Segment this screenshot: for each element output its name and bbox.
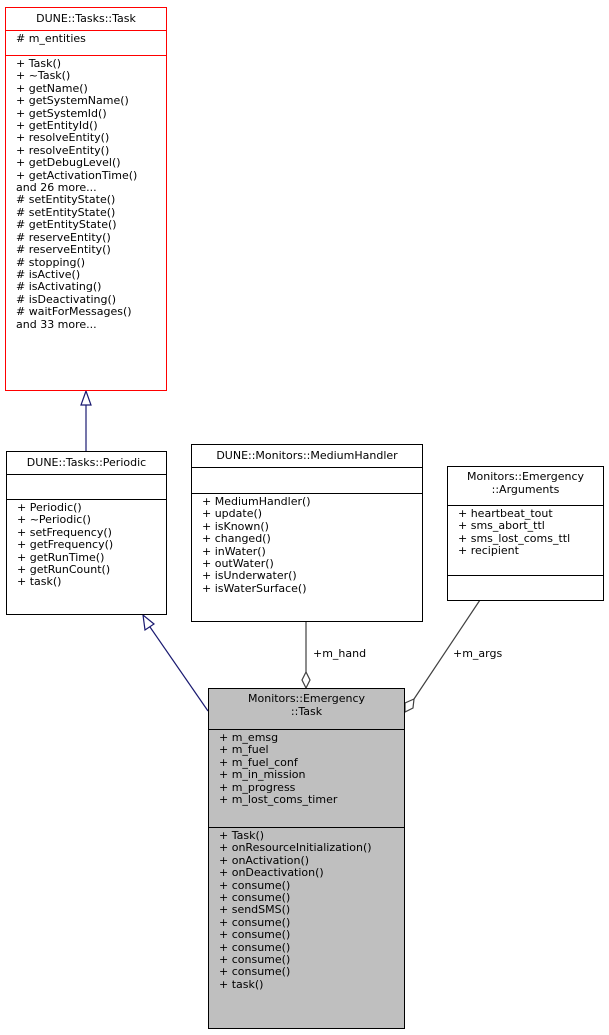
operation-row[interactable]: + consume()	[219, 940, 291, 954]
operation-row[interactable]: + onActivation()	[219, 853, 310, 867]
class-name: DUNE::Tasks::Periodic	[7, 452, 166, 475]
operation-row[interactable]: + Task()	[16, 57, 62, 70]
attribute-row[interactable]: + m_fuel	[219, 743, 269, 757]
operation-row[interactable]: + getEntityId()	[16, 119, 98, 133]
operation-row[interactable]: + MediumHandler()	[202, 495, 311, 508]
operation-row[interactable]: + consume()	[219, 891, 291, 905]
operation-row[interactable]: + update()	[202, 507, 263, 521]
inheritance-arrowhead-icon	[142, 613, 156, 632]
operation-row[interactable]: + consume()	[219, 878, 291, 892]
operations-section: + Task()+ ~Task()+ getName()+ getSystemN…	[6, 56, 166, 333]
operation-row[interactable]: + resolveEntity()	[16, 143, 110, 157]
operation-row[interactable]: + getRunTime()	[17, 550, 105, 564]
attribute-row[interactable]: + m_progress	[219, 780, 296, 794]
attributes-section: # m_entities	[6, 31, 166, 56]
class-box-dune-monitors-mediumhandler[interactable]: DUNE::Monitors::MediumHandler + MediumHa…	[191, 444, 423, 622]
attribute-row[interactable]: + heartbeat_tout	[458, 507, 553, 520]
operation-row[interactable]: + getDebugLevel()	[16, 156, 121, 170]
operations-section	[448, 576, 603, 580]
class-name: Monitors::Emergency ::Arguments	[448, 467, 603, 506]
operation-row[interactable]: # setEntityState()	[16, 193, 116, 207]
attributes-section: + m_emsg+ m_fuel+ m_fuel_conf+ m_in_miss…	[209, 730, 404, 828]
class-name: DUNE::Tasks::Task	[6, 8, 166, 31]
operation-row[interactable]: + Task()	[219, 829, 265, 842]
operation-row[interactable]: + task()	[17, 575, 62, 589]
operation-row[interactable]: # getEntityState()	[16, 218, 117, 232]
attribute-row[interactable]: + m_in_mission	[219, 768, 306, 782]
operation-row[interactable]: + consume()	[219, 965, 291, 979]
inheritance-edge-emergency-to-periodic	[149, 626, 209, 712]
class-name: Monitors::Emergency ::Task	[209, 689, 404, 730]
operation-row[interactable]: + getRunCount()	[17, 563, 111, 577]
class-name-line-2: ::Arguments	[491, 483, 560, 496]
operation-row[interactable]: + getName()	[16, 81, 88, 95]
operation-row[interactable]: + getFrequency()	[17, 538, 114, 552]
operation-row[interactable]: + resolveEntity()	[16, 131, 110, 145]
operation-row[interactable]: and 33 more...	[16, 317, 97, 331]
operation-row[interactable]: and 26 more...	[16, 181, 97, 195]
operation-row[interactable]: # stopping()	[16, 255, 86, 269]
attribute-row[interactable]: # m_entities	[16, 32, 86, 45]
operation-row[interactable]: + ~Task()	[16, 69, 71, 83]
operation-row[interactable]: + isUnderwater()	[202, 569, 297, 583]
operation-row[interactable]: + consume()	[219, 928, 291, 942]
attributes-section: + heartbeat_tout+ sms_abort_ttl+ sms_los…	[448, 506, 603, 576]
operation-row[interactable]: + onDeactivation()	[219, 866, 324, 880]
operation-row[interactable]: # isDeactivating()	[16, 292, 117, 306]
inheritance-arrowhead-icon	[80, 389, 92, 406]
operation-row[interactable]: + getActivationTime()	[16, 168, 138, 182]
operation-row[interactable]: + isWaterSurface()	[202, 581, 307, 595]
operation-row[interactable]: + ~Periodic()	[17, 513, 91, 527]
operations-section: + Periodic()+ ~Periodic()+ setFrequency(…	[7, 500, 166, 591]
operation-row[interactable]: + onResourceInitialization()	[219, 841, 372, 855]
operation-row[interactable]: + task()	[219, 977, 264, 991]
operation-row[interactable]: # isActive()	[16, 267, 81, 281]
attributes-section	[7, 475, 166, 500]
aggregation-diamond-icon	[404, 698, 415, 713]
attribute-row[interactable]: + m_emsg	[219, 731, 279, 744]
attributes-section	[192, 468, 422, 494]
operation-row[interactable]: # waitForMessages()	[16, 305, 132, 319]
class-name: DUNE::Monitors::MediumHandler	[192, 445, 422, 468]
operation-row[interactable]: + changed()	[202, 532, 271, 546]
class-box-emergency-arguments[interactable]: Monitors::Emergency ::Arguments + heartb…	[447, 466, 604, 601]
operation-row[interactable]: + setFrequency()	[17, 525, 112, 539]
operation-row[interactable]: + isKnown()	[202, 519, 269, 533]
operation-row[interactable]: + Periodic()	[17, 501, 82, 514]
operation-row[interactable]: + getSystemName()	[16, 94, 129, 108]
operation-row[interactable]: + getSystemId()	[16, 106, 107, 120]
class-box-emergency-task[interactable]: Monitors::Emergency ::Task + m_emsg+ m_f…	[208, 688, 405, 1029]
class-name-line-1: Monitors::Emergency	[467, 470, 584, 483]
operation-row[interactable]: + consume()	[219, 915, 291, 929]
class-name-line-1: Monitors::Emergency	[248, 692, 365, 705]
class-box-dune-tasks-periodic[interactable]: DUNE::Tasks::Periodic + Periodic()+ ~Per…	[6, 451, 167, 615]
operation-row[interactable]: + outWater()	[202, 557, 274, 571]
attribute-row[interactable]: + recipient	[458, 544, 519, 558]
attribute-row[interactable]: + sms_abort_ttl	[458, 519, 545, 533]
attribute-row[interactable]: + m_fuel_conf	[219, 755, 298, 769]
edge-label-m-hand: +m_hand	[313, 647, 367, 660]
edge-label-m-args: +m_args	[453, 647, 503, 660]
operation-row[interactable]: # isActivating()	[16, 280, 102, 294]
operation-row[interactable]: # reserveEntity()	[16, 243, 111, 257]
operation-row[interactable]: + sendSMS()	[219, 903, 291, 917]
operation-row[interactable]: + consume()	[219, 953, 291, 967]
class-name-line-2: ::Task	[290, 705, 323, 718]
attribute-row[interactable]: + sms_lost_coms_ttl	[458, 531, 571, 545]
operations-section: + Task()+ onResourceInitialization()+ on…	[209, 828, 404, 993]
attribute-row[interactable]: + m_lost_coms_timer	[219, 793, 338, 807]
operations-section: + MediumHandler()+ update()+ isKnown()+ …	[192, 494, 422, 597]
operation-row[interactable]: + inWater()	[202, 544, 266, 558]
class-box-dune-tasks-task[interactable]: DUNE::Tasks::Task # m_entities + Task()+…	[5, 7, 167, 391]
aggregation-diamond-icon	[301, 670, 311, 690]
operation-row[interactable]: # reserveEntity()	[16, 230, 111, 244]
operation-row[interactable]: # setEntityState()	[16, 205, 116, 219]
